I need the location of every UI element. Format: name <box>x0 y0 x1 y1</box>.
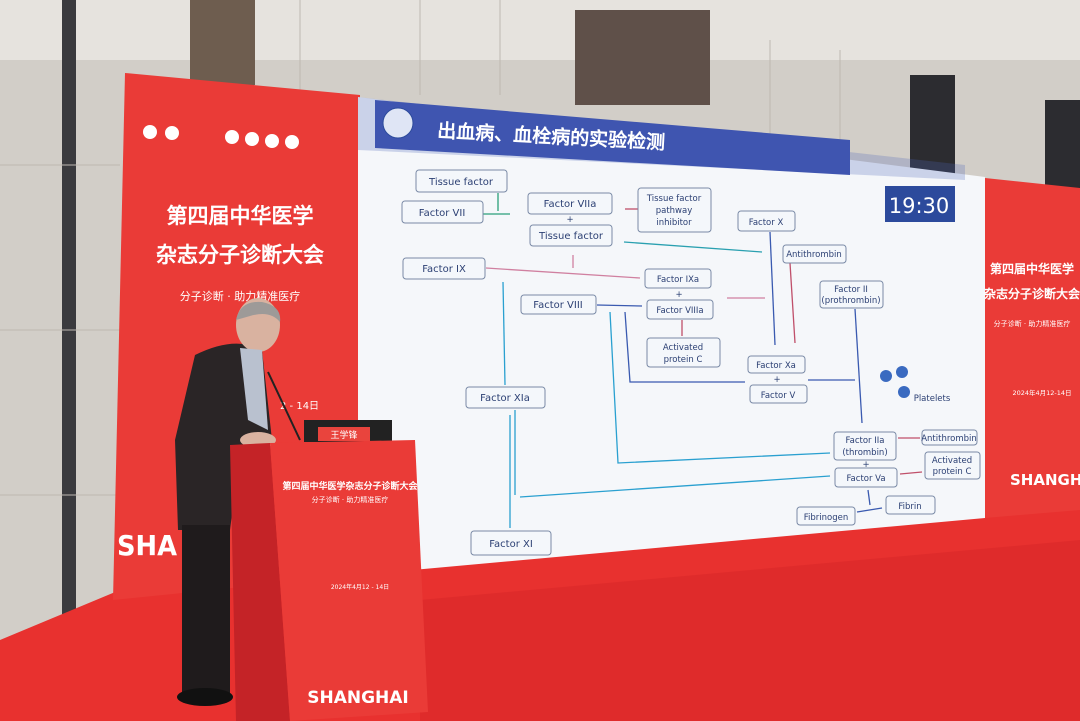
podium-front <box>270 440 428 721</box>
wall-panel-dark <box>190 0 255 85</box>
podium-slogan: 分子诊断 · 助力精准医疗 <box>312 495 389 504</box>
svg-text:Factor IX: Factor IX <box>422 264 466 275</box>
platelets-icon <box>880 366 910 398</box>
svg-text:Antithrombin: Antithrombin <box>921 434 977 444</box>
stage-floor-shade <box>420 540 1080 721</box>
wall-panel-dark <box>575 10 710 105</box>
svg-text:Activated: Activated <box>663 343 703 353</box>
speaker <box>175 298 281 706</box>
svg-text:Tissue factor: Tissue factor <box>428 177 494 188</box>
svg-text:Factor XI: Factor XI <box>489 539 533 550</box>
podium-city: SHANGHAI <box>307 688 409 708</box>
left-banner-city: SHA <box>117 529 177 562</box>
left-banner-title-1: 第四届中华医学 <box>167 204 314 228</box>
svg-text:Activated: Activated <box>932 456 972 466</box>
right-banner-title-2: 杂志分子诊断大会 <box>984 286 1080 301</box>
node-antithrombin-1: Antithrombin <box>782 244 847 264</box>
svg-text:+: + <box>675 290 682 300</box>
svg-text:Fibrinogen: Fibrinogen <box>804 513 848 523</box>
name-card <box>318 427 370 441</box>
svg-text:Factor II: Factor II <box>834 285 868 295</box>
svg-text:+: + <box>566 215 573 225</box>
left-banner-logos <box>143 125 299 149</box>
svg-text:protein C: protein C <box>664 355 703 365</box>
node-fibrin: Fibrin <box>885 495 936 515</box>
svg-text:Factor VIIa: Factor VIIa <box>544 199 597 210</box>
svg-text:Factor IXa: Factor IXa <box>657 275 699 285</box>
node-factor-ii: Factor II(prothrombin) <box>819 280 884 309</box>
svg-text:Antithrombin: Antithrombin <box>786 250 842 260</box>
svg-text:Factor XIa: Factor XIa <box>480 393 530 404</box>
node-factor-vii: Factor VII <box>401 200 484 224</box>
right-banner-city: SHANGHAI <box>1010 471 1080 489</box>
node-factor-viia-complex: Factor VIIa + Tissue factor <box>527 192 613 247</box>
node-factor-ixa-viiia: Factor IXa + Factor VIIIa <box>644 268 714 320</box>
right-banner-date: 2024年4月12-14日 <box>1012 388 1071 397</box>
svg-text:+: + <box>862 460 869 470</box>
slide-title-bar <box>375 100 850 175</box>
svg-text:+: + <box>773 375 780 385</box>
svg-text:Factor VII: Factor VII <box>419 208 466 219</box>
node-factor-ix: Factor IX <box>402 257 486 280</box>
coagulation-arrows <box>483 193 923 528</box>
node-factor-xia: Factor XIa <box>465 386 546 409</box>
left-banner-slogan: 分子诊断 · 助力精准医疗 <box>180 289 301 303</box>
svg-text:Fibrin: Fibrin <box>898 502 921 512</box>
svg-text:protein C: protein C <box>933 467 972 477</box>
node-activated-protein-c-1: Activated protein C <box>646 337 721 368</box>
svg-text:Factor Xa: Factor Xa <box>756 361 796 371</box>
node-antithrombin-2: Antithrombin <box>921 429 978 446</box>
platelets-label: Platelets <box>914 394 951 404</box>
svg-text:Factor IIa: Factor IIa <box>846 436 885 446</box>
svg-text:Factor VIIIa: Factor VIIIa <box>656 306 703 316</box>
right-banner <box>985 178 1080 518</box>
timer-badge <box>885 186 955 222</box>
right-banner-title-1: 第四届中华医学 <box>990 261 1074 276</box>
node-tfpi: Tissue factor pathway inhibitor <box>637 187 712 233</box>
svg-text:Factor VIII: Factor VIII <box>533 300 582 311</box>
svg-text:(thrombin): (thrombin) <box>842 448 887 458</box>
podium-date: 2024年4月12 - 14日 <box>331 583 389 591</box>
university-logo <box>382 107 414 139</box>
node-factor-viii: Factor VIII <box>520 294 597 315</box>
node-factor-iia: Factor IIa (thrombin) + Factor Va <box>833 431 898 488</box>
svg-text:Tissue factor: Tissue factor <box>646 194 702 204</box>
right-banner-slogan: 分子诊断 · 助力精准医疗 <box>994 319 1071 328</box>
node-factor-xa-v: Factor Xa + Factor V <box>747 355 808 404</box>
ceiling <box>0 0 1080 60</box>
node-factor-xi: Factor XI <box>470 530 552 556</box>
wall-grid <box>0 0 841 496</box>
pillar <box>910 75 955 185</box>
timer: 19:30 <box>889 194 950 218</box>
svg-text:(prothrombin): (prothrombin) <box>821 296 880 306</box>
node-factor-x: Factor X <box>737 210 796 232</box>
name-card-text: 王学锋 <box>330 429 357 441</box>
node-tissue-factor: Tissue factor <box>415 169 508 193</box>
svg-text:inhibitor: inhibitor <box>656 218 692 228</box>
node-fibrinogen: Fibrinogen <box>796 506 856 526</box>
svg-text:pathway: pathway <box>656 206 693 216</box>
svg-text:Factor Va: Factor Va <box>846 474 885 484</box>
svg-text:Tissue factor: Tissue factor <box>538 231 604 242</box>
pillar <box>62 0 76 620</box>
podium-title: 第四届中华医学杂志分子诊断大会 <box>282 480 418 492</box>
left-banner-date: 2 - 14日 <box>280 401 319 412</box>
svg-text:Factor X: Factor X <box>749 218 784 228</box>
microphone <box>267 371 301 441</box>
left-banner-title-2: 杂志分子诊断大会 <box>156 243 324 267</box>
svg-text:Factor V: Factor V <box>761 391 796 401</box>
